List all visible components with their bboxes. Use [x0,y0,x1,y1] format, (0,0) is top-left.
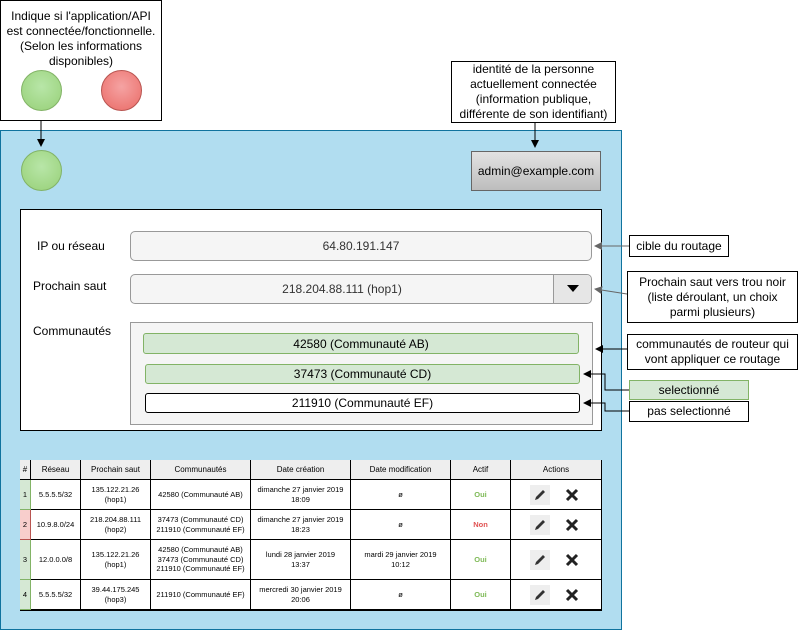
table-cell-active: Oui [451,580,511,610]
table-cell-n: 2 [20,510,31,540]
table-cell-active: Oui [451,480,511,510]
table-cell-n: 4 [20,580,31,610]
ip-value: 64.80.191.147 [322,239,400,253]
table-cell-active: Non [451,510,511,540]
communities-label: Communautés [33,324,112,338]
nexthop-label: Prochain saut [33,279,107,293]
x-icon[interactable] [562,585,582,605]
table-cell-actions [511,540,602,580]
arrow-selected [583,370,629,391]
nexthop-note: Prochain saut vers trou noir (liste déro… [627,271,798,323]
communities-note-text: communautés de routeur qui vont applique… [636,337,789,366]
nexthop-note-text: Prochain saut vers trou noir (liste déro… [639,274,786,319]
column-header: Actif [451,460,511,480]
column-header: # [20,460,31,480]
table-cell-n: 1 [20,480,31,510]
table-cell-actions [511,480,602,510]
table-cell-network: 5.5.5.5/32 [31,480,81,510]
table-cell-modified: ø [351,510,451,540]
target-note-text: cible du routage [636,238,722,253]
arrow-unselected [583,399,629,412]
unselected-note: pas selectionné [629,401,749,422]
community-label: 211910 (Communauté EF) [291,396,434,410]
table-cell-actions [511,580,602,610]
table-cell-active: Oui [451,540,511,580]
table-cell-created: mercredi 30 janvier 2019 20:06 [251,580,351,610]
ip-label: IP ou réseau [37,239,105,253]
column-header: Date création [251,460,351,480]
column-header: Prochain saut [81,460,151,480]
status-note-text: Indique si l'application/API est connect… [6,9,156,68]
nexthop-select[interactable]: 218.204.88.111 (hop1) [130,274,592,304]
pencil-icon[interactable] [530,514,550,535]
user-note: identité de la personne actuellement con… [451,61,616,123]
table-cell-communities: 42580 (Communauté AB) 37473 (Communauté … [151,540,251,580]
selected-note: selectionné [629,380,749,400]
community-item-ef[interactable]: 211910 (Communauté EF) [145,393,580,413]
target-note: cible du routage [629,235,729,257]
community-item-ab[interactable]: 42580 (Communauté AB) [143,333,579,354]
table-cell-modified: ø [351,480,451,510]
table-cell-nexthop: 218.204.88.111 (hop2) [81,510,151,540]
x-icon[interactable] [562,515,582,535]
column-header: Communautés [151,460,251,480]
column-header: Réseau [31,460,81,480]
table-cell-network: 5.5.5.5/32 [31,580,81,610]
table-cell-network: 12.0.0.0/8 [31,540,81,580]
x-icon[interactable] [562,550,582,570]
status-ok-icon [21,70,62,111]
pencil-icon[interactable] [530,549,550,570]
table-cell-communities: 37473 (Communauté CD) 211910 (Communauté… [151,510,251,540]
connection-status-icon [21,150,62,191]
pencil-icon[interactable] [530,484,550,505]
community-label: 42580 (Communauté AB) [293,336,429,351]
dropdown-toggle[interactable] [553,275,591,303]
table-cell-created: dimanche 27 janvier 2019 18:09 [251,480,351,510]
current-user-label: admin@example.com [477,164,595,178]
x-icon[interactable] [562,485,582,505]
community-item-cd[interactable]: 37473 (Communauté CD) [145,364,580,384]
unselected-note-text: pas selectionné [647,404,731,418]
table-cell-created: dimanche 27 janvier 2019 18:23 [251,510,351,540]
table-cell-communities: 42580 (Communauté AB) [151,480,251,510]
current-user-button[interactable]: admin@example.com [471,151,601,191]
table-cell-network: 10.9.8.0/24 [31,510,81,540]
community-label: 37473 (Communauté CD) [293,367,432,381]
table-cell-nexthop: 135.122.21.26 (hop1) [81,540,151,580]
table-cell-n: 3 [20,540,31,580]
triangle-down-icon [566,285,579,292]
ip-input[interactable]: 64.80.191.147 [130,231,592,261]
nexthop-value: 218.204.88.111 (hop1) [282,282,402,296]
arrow-nexthop [594,286,628,295]
pencil-icon[interactable] [530,584,550,605]
selected-note-text: selectionné [658,382,720,397]
user-note-text: identité de la personne actuellement con… [459,62,608,121]
status-ko-icon [101,70,142,111]
communities-note: communautés de routeur qui vont applique… [627,334,798,370]
table-cell-nexthop: 135.122.21.26 (hop1) [81,480,151,510]
table-cell-created: lundi 28 janvier 2019 13:37 [251,540,351,580]
table-cell-modified: ø [351,580,451,610]
column-header: Actions [511,460,602,480]
table-cell-communities: 211910 (Communauté EF) [151,580,251,610]
routes-table [20,460,602,611]
table-cell-nexthop: 39.44.175.245 (hop3) [81,580,151,610]
column-header: Date modification [351,460,451,480]
table-cell-actions [511,510,602,540]
table-cell-modified: mardi 29 janvier 2019 10:12 [351,540,451,580]
